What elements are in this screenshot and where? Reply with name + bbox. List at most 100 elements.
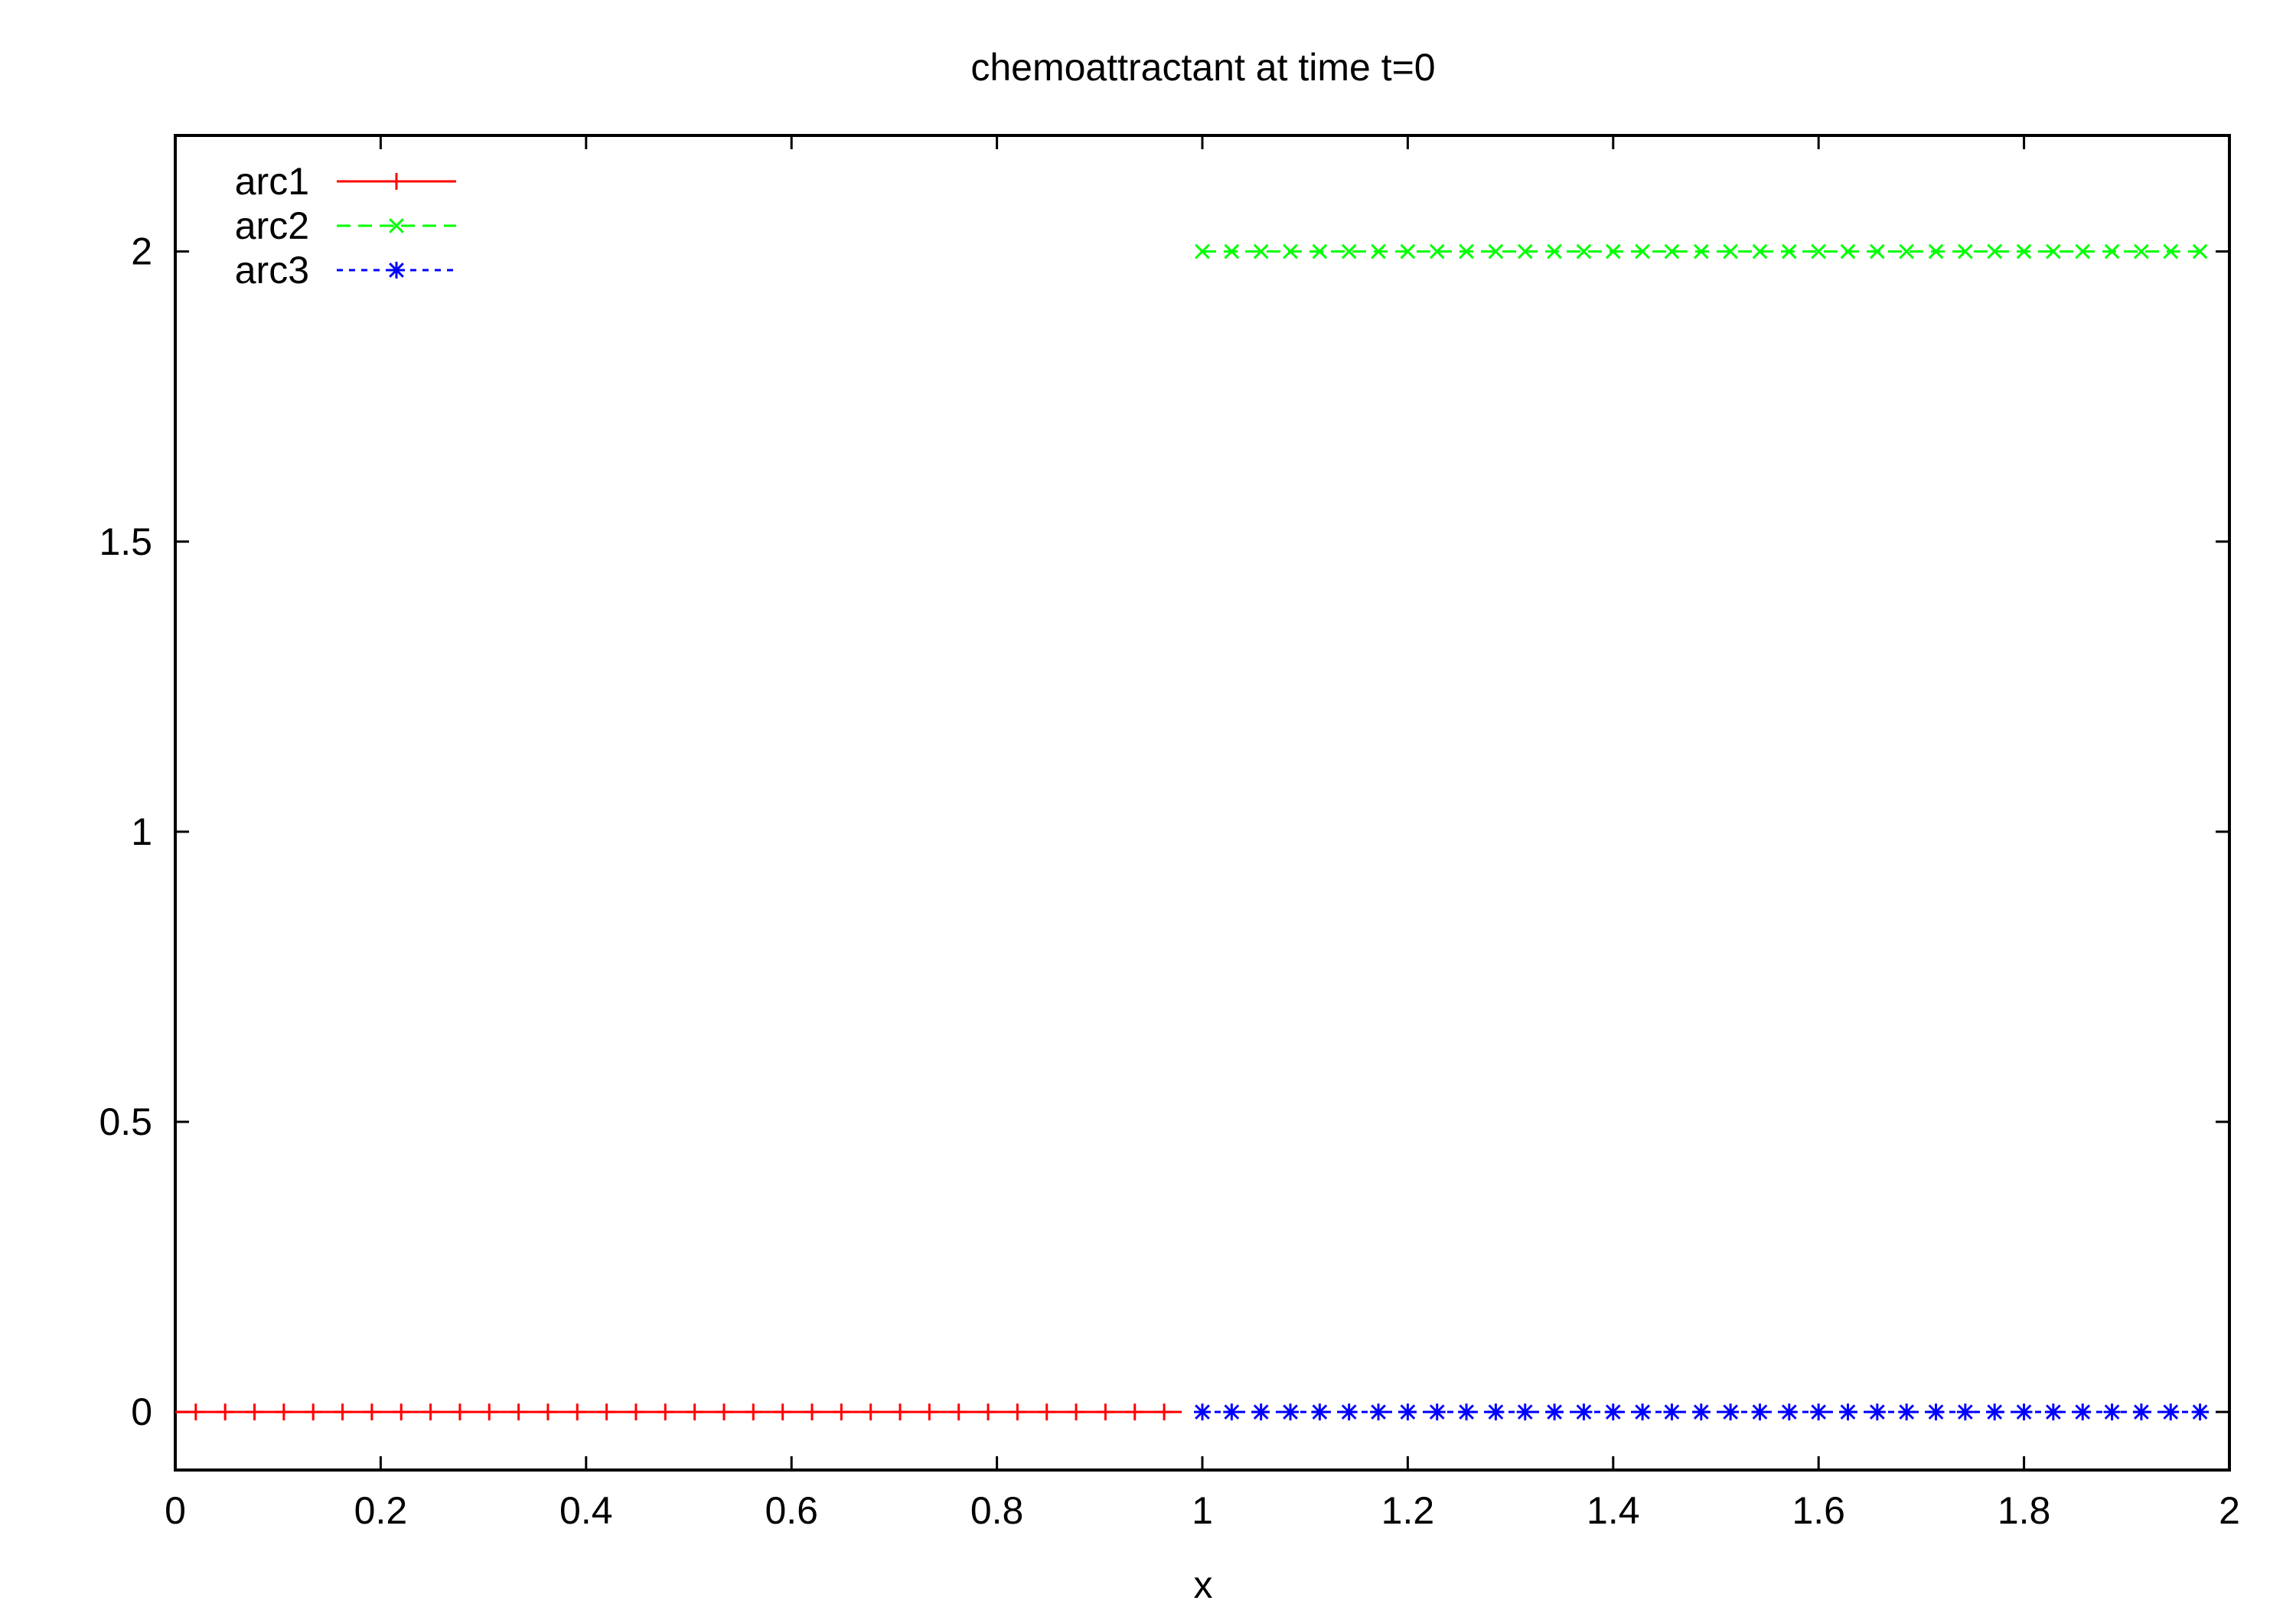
data-point [1840, 243, 1856, 259]
x-tick-label: 1.8 [1998, 1489, 2051, 1532]
data-point [2162, 1403, 2180, 1421]
data-point [1664, 243, 1680, 259]
data-point [217, 1403, 234, 1421]
data-point [1282, 1403, 1300, 1421]
data-point [1693, 243, 1709, 259]
data-point [1899, 243, 1915, 259]
data-point [1634, 1403, 1652, 1421]
x-axis-label: x [1194, 1563, 1213, 1606]
data-point [1156, 1403, 1173, 1421]
data-point [745, 1403, 762, 1421]
data-point [305, 1403, 322, 1421]
series-arc1 [175, 1403, 1182, 1421]
data-point [1223, 1403, 1241, 1421]
data-point [627, 1403, 644, 1421]
legend-swatch-marker [389, 218, 404, 233]
data-point [1928, 243, 1944, 259]
data-point [510, 1403, 527, 1421]
data-point [1399, 1403, 1417, 1421]
series-arc3 [1194, 1403, 2210, 1421]
data-point [833, 1403, 850, 1421]
data-point [1575, 1403, 1593, 1421]
x-tick-label: 1.4 [1587, 1489, 1640, 1532]
data-point [1811, 243, 1827, 259]
data-point [275, 1403, 292, 1421]
data-point [2191, 1403, 2209, 1421]
data-point [1224, 243, 1240, 259]
data-point [950, 1403, 967, 1421]
data-point [2074, 1403, 2092, 1421]
data-point [1987, 243, 2003, 259]
data-point [1428, 1403, 1446, 1421]
data-point [1868, 1403, 1886, 1421]
data-point [1780, 1403, 1798, 1421]
data-point [2103, 1403, 2121, 1421]
y-tick-label: 1 [131, 810, 152, 853]
data-point [2134, 243, 2149, 259]
data-point [1370, 1403, 1388, 1421]
data-point [187, 1403, 204, 1421]
data-point [1723, 243, 1738, 259]
data-point [980, 1403, 997, 1421]
plot-frame [174, 134, 2231, 1472]
data-point [862, 1403, 879, 1421]
data-point [1195, 243, 1210, 259]
data-point [481, 1403, 498, 1421]
data-point [1576, 243, 1592, 259]
data-point [715, 1403, 732, 1421]
data-point [1605, 243, 1621, 259]
x-tick-label: 0.4 [559, 1489, 613, 1532]
x-tick-label: 1 [1192, 1489, 1213, 1532]
data-point [539, 1403, 556, 1421]
data-point [1487, 1403, 1505, 1421]
data-point [363, 1403, 380, 1421]
data-point [1635, 243, 1650, 259]
x-tick-label: 0 [165, 1489, 186, 1532]
x-tick-label: 2 [2219, 1489, 2240, 1532]
data-point [1038, 1403, 1055, 1421]
data-point [1429, 243, 1445, 259]
x-tick-label: 0.6 [765, 1489, 818, 1532]
data-point [1604, 1403, 1622, 1421]
data-point [1283, 243, 1298, 259]
data-point [2075, 243, 2091, 259]
data-point [1459, 243, 1474, 259]
plot-area [175, 243, 2210, 1421]
series-arc2 [1195, 243, 2210, 259]
data-point [1517, 243, 1533, 259]
data-point [1312, 243, 1328, 259]
data-point [921, 1403, 938, 1421]
data-point [1126, 1403, 1143, 1421]
data-point [1546, 1403, 1564, 1421]
data-point [1311, 1403, 1329, 1421]
data-point [1752, 243, 1768, 259]
data-point [569, 1403, 586, 1421]
data-point [1400, 243, 1416, 259]
data-point [2104, 243, 2120, 259]
data-point [1458, 1403, 1476, 1421]
data-point [451, 1403, 468, 1421]
data-point [803, 1403, 820, 1421]
data-point [1898, 1403, 1916, 1421]
x-tick-label: 1.2 [1381, 1489, 1435, 1532]
y-tick-label: 1.5 [99, 520, 152, 563]
data-point [1253, 243, 1269, 259]
legend-label: arc2 [235, 204, 309, 247]
x-tick-label: 1.6 [1792, 1489, 1845, 1532]
data-point [1958, 243, 1973, 259]
legend-swatch-marker [388, 262, 405, 279]
data-point [246, 1403, 263, 1421]
data-point [1252, 1403, 1270, 1421]
legend-label: arc1 [235, 160, 309, 203]
data-point [1547, 243, 1562, 259]
data-point [2016, 243, 2032, 259]
data-point [2044, 1403, 2062, 1421]
data-point [1340, 1403, 1358, 1421]
data-point [774, 1403, 791, 1421]
data-point [2163, 243, 2179, 259]
data-point [1810, 1403, 1828, 1421]
data-point [598, 1403, 615, 1421]
data-point [1781, 243, 1797, 259]
